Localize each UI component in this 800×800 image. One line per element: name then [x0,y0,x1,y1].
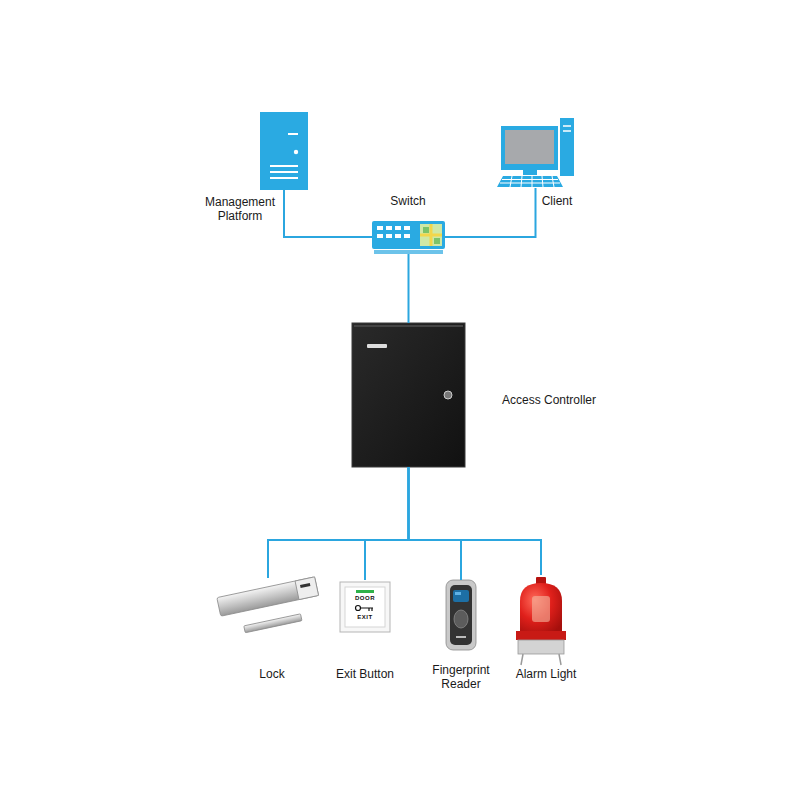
controller-edge [354,325,463,327]
switch-panel-mark [434,238,440,244]
node-label: Fingerprint Reader [421,663,501,691]
switch-node: Switch [372,220,445,254]
server-icon [260,112,308,190]
controller-icon [352,323,465,467]
client-tower-slot [563,130,571,132]
alarm-leg [521,654,523,665]
server-vent [270,171,298,173]
exit-led [356,590,374,593]
controller-logo-mark [367,344,387,348]
switch-body [372,221,445,249]
switch-port [377,234,383,238]
reader-pad [454,610,468,628]
client-icon [497,118,574,187]
switch-port [404,234,410,238]
node-label: Management Platform [195,195,285,223]
alarm-reflector [532,596,550,622]
switch-icon [372,221,445,254]
lock-mark [300,583,310,588]
controller-node: Access Controller [352,323,465,467]
fingerprint-reader-icon [446,580,476,650]
node-label: Client [517,194,597,208]
node-label: Alarm Light [506,667,586,681]
lock-icon [217,577,319,633]
switch-port [395,226,401,230]
alarm-light-icon [516,577,566,665]
client-tower-slot [563,125,571,127]
switch-panel-mark [420,224,442,246]
reader-window-shine [455,592,461,595]
fingerprint-reader-node: Fingerprint Reader [446,580,476,650]
client-keys [500,176,560,187]
switch-port [386,234,392,238]
server-slot [288,133,298,135]
network-link [408,254,410,323]
switch-port [377,226,383,230]
controller-keyhole [444,391,452,399]
device-wire [409,467,462,580]
client-tower [560,118,574,176]
node-label: Switch [368,194,448,208]
client-keyboard [497,176,563,187]
button-caption: EXIT [345,614,385,621]
lock-armature [244,614,302,633]
device-wire [268,467,409,578]
client-node: Client [497,118,574,188]
lock-magnet [217,577,319,616]
controller-cabinet [352,323,465,467]
alarm-light-node: Alarm Light [513,575,569,665]
server-body [260,112,308,190]
lock-node: Lock [218,578,318,633]
switch-panel-mark [423,227,429,233]
client-screen [505,130,554,164]
node-label: Access Controller [502,393,632,407]
switch-port [395,234,401,238]
alarm-band [516,631,566,640]
reader-frame [446,580,476,650]
client-stand [523,170,537,175]
reader-body [450,585,472,645]
reader-logo-mark [456,636,466,638]
reader-window [453,590,469,602]
exit-plate [340,582,390,632]
node-label: Exit Button [325,667,405,681]
exit-button-node: Exit Button [338,580,392,634]
server-led [294,150,298,154]
exit-key-symbol [356,606,361,611]
alarm-dome [520,583,562,632]
switch-panel [420,224,442,246]
network-link [284,190,372,237]
node-label: Lock [232,667,312,681]
alarm-leg [559,654,561,665]
exit-button-icon [340,582,390,632]
server-vent [270,177,298,179]
device-wire [365,467,409,580]
alarm-base [518,640,564,654]
network-link [445,188,536,237]
server-vent [270,165,298,167]
server-node: Management Platform [260,112,308,190]
client-monitor [501,126,558,170]
switch-port [386,226,392,230]
switch-port [404,226,410,230]
exit-key-symbol [361,608,374,611]
device-wire [409,467,542,575]
exit-button-face [345,587,385,627]
switch-base [374,250,443,254]
lock-end-cap [295,577,319,600]
button-caption: DOOR [345,595,385,602]
